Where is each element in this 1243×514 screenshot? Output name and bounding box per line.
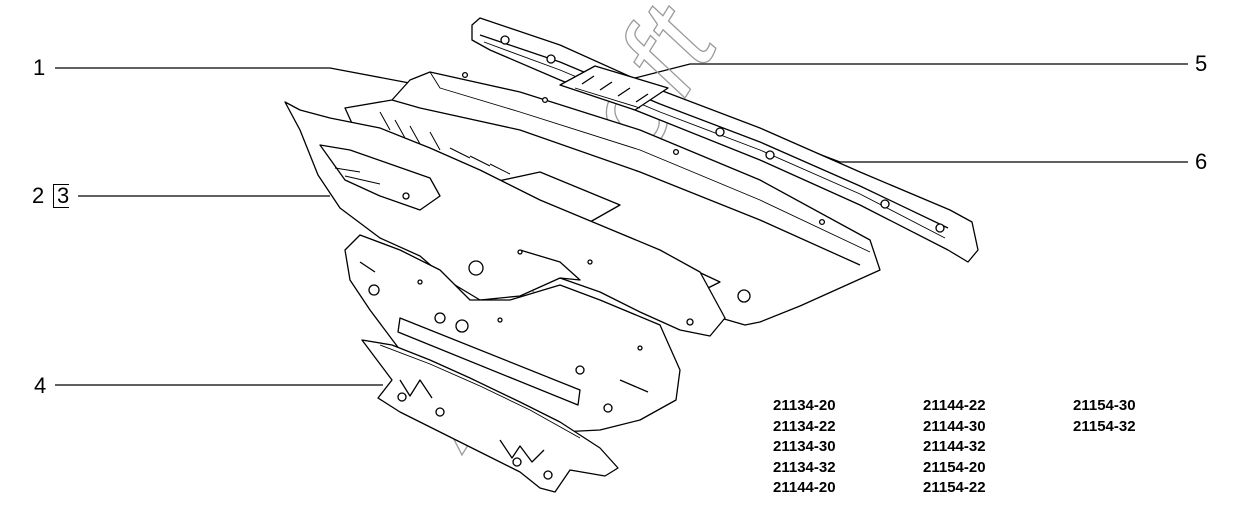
model-code: 21154-20 [923,458,986,476]
model-code [1073,437,1183,458]
model-code: 21144-22 [923,397,986,414]
model-code: 21144-30 [923,417,986,435]
callout-5: 5 [1195,51,1208,76]
model-code: 21154-22 [923,479,986,496]
model-code: 21154-32 [1073,417,1136,435]
callout-6: 6 [1195,149,1208,174]
model-code: 21134-32 [773,458,836,476]
model-code: 21154-30 [1073,397,1136,414]
leader-line-6 [807,149,1188,163]
part-bracket-4 [361,339,619,493]
part-rail-6 [471,17,979,263]
leader-lines [55,63,1188,386]
callout-1: 1 [33,55,46,80]
model-code: 21134-22 [773,417,836,435]
part-lower-panel [344,234,681,433]
callout-4: 4 [34,373,47,398]
callout-3: 3 [53,184,70,208]
model-code: 21144-20 [773,479,836,496]
leader-line-5 [634,63,1188,79]
model-code-list: 21134-20 21144-22 21154-30 21134-22 2114… [773,396,1183,499]
model-code [1073,458,1183,479]
model-code [1073,478,1183,499]
part-cross-member-23 [284,101,726,337]
model-code: 21134-20 [773,397,836,414]
part-plate-5 [559,65,669,111]
model-code: 21144-32 [923,438,986,455]
leader-line-1 [55,67,421,86]
model-code: 21134-30 [773,438,836,455]
callout-2: 2 [32,183,45,208]
